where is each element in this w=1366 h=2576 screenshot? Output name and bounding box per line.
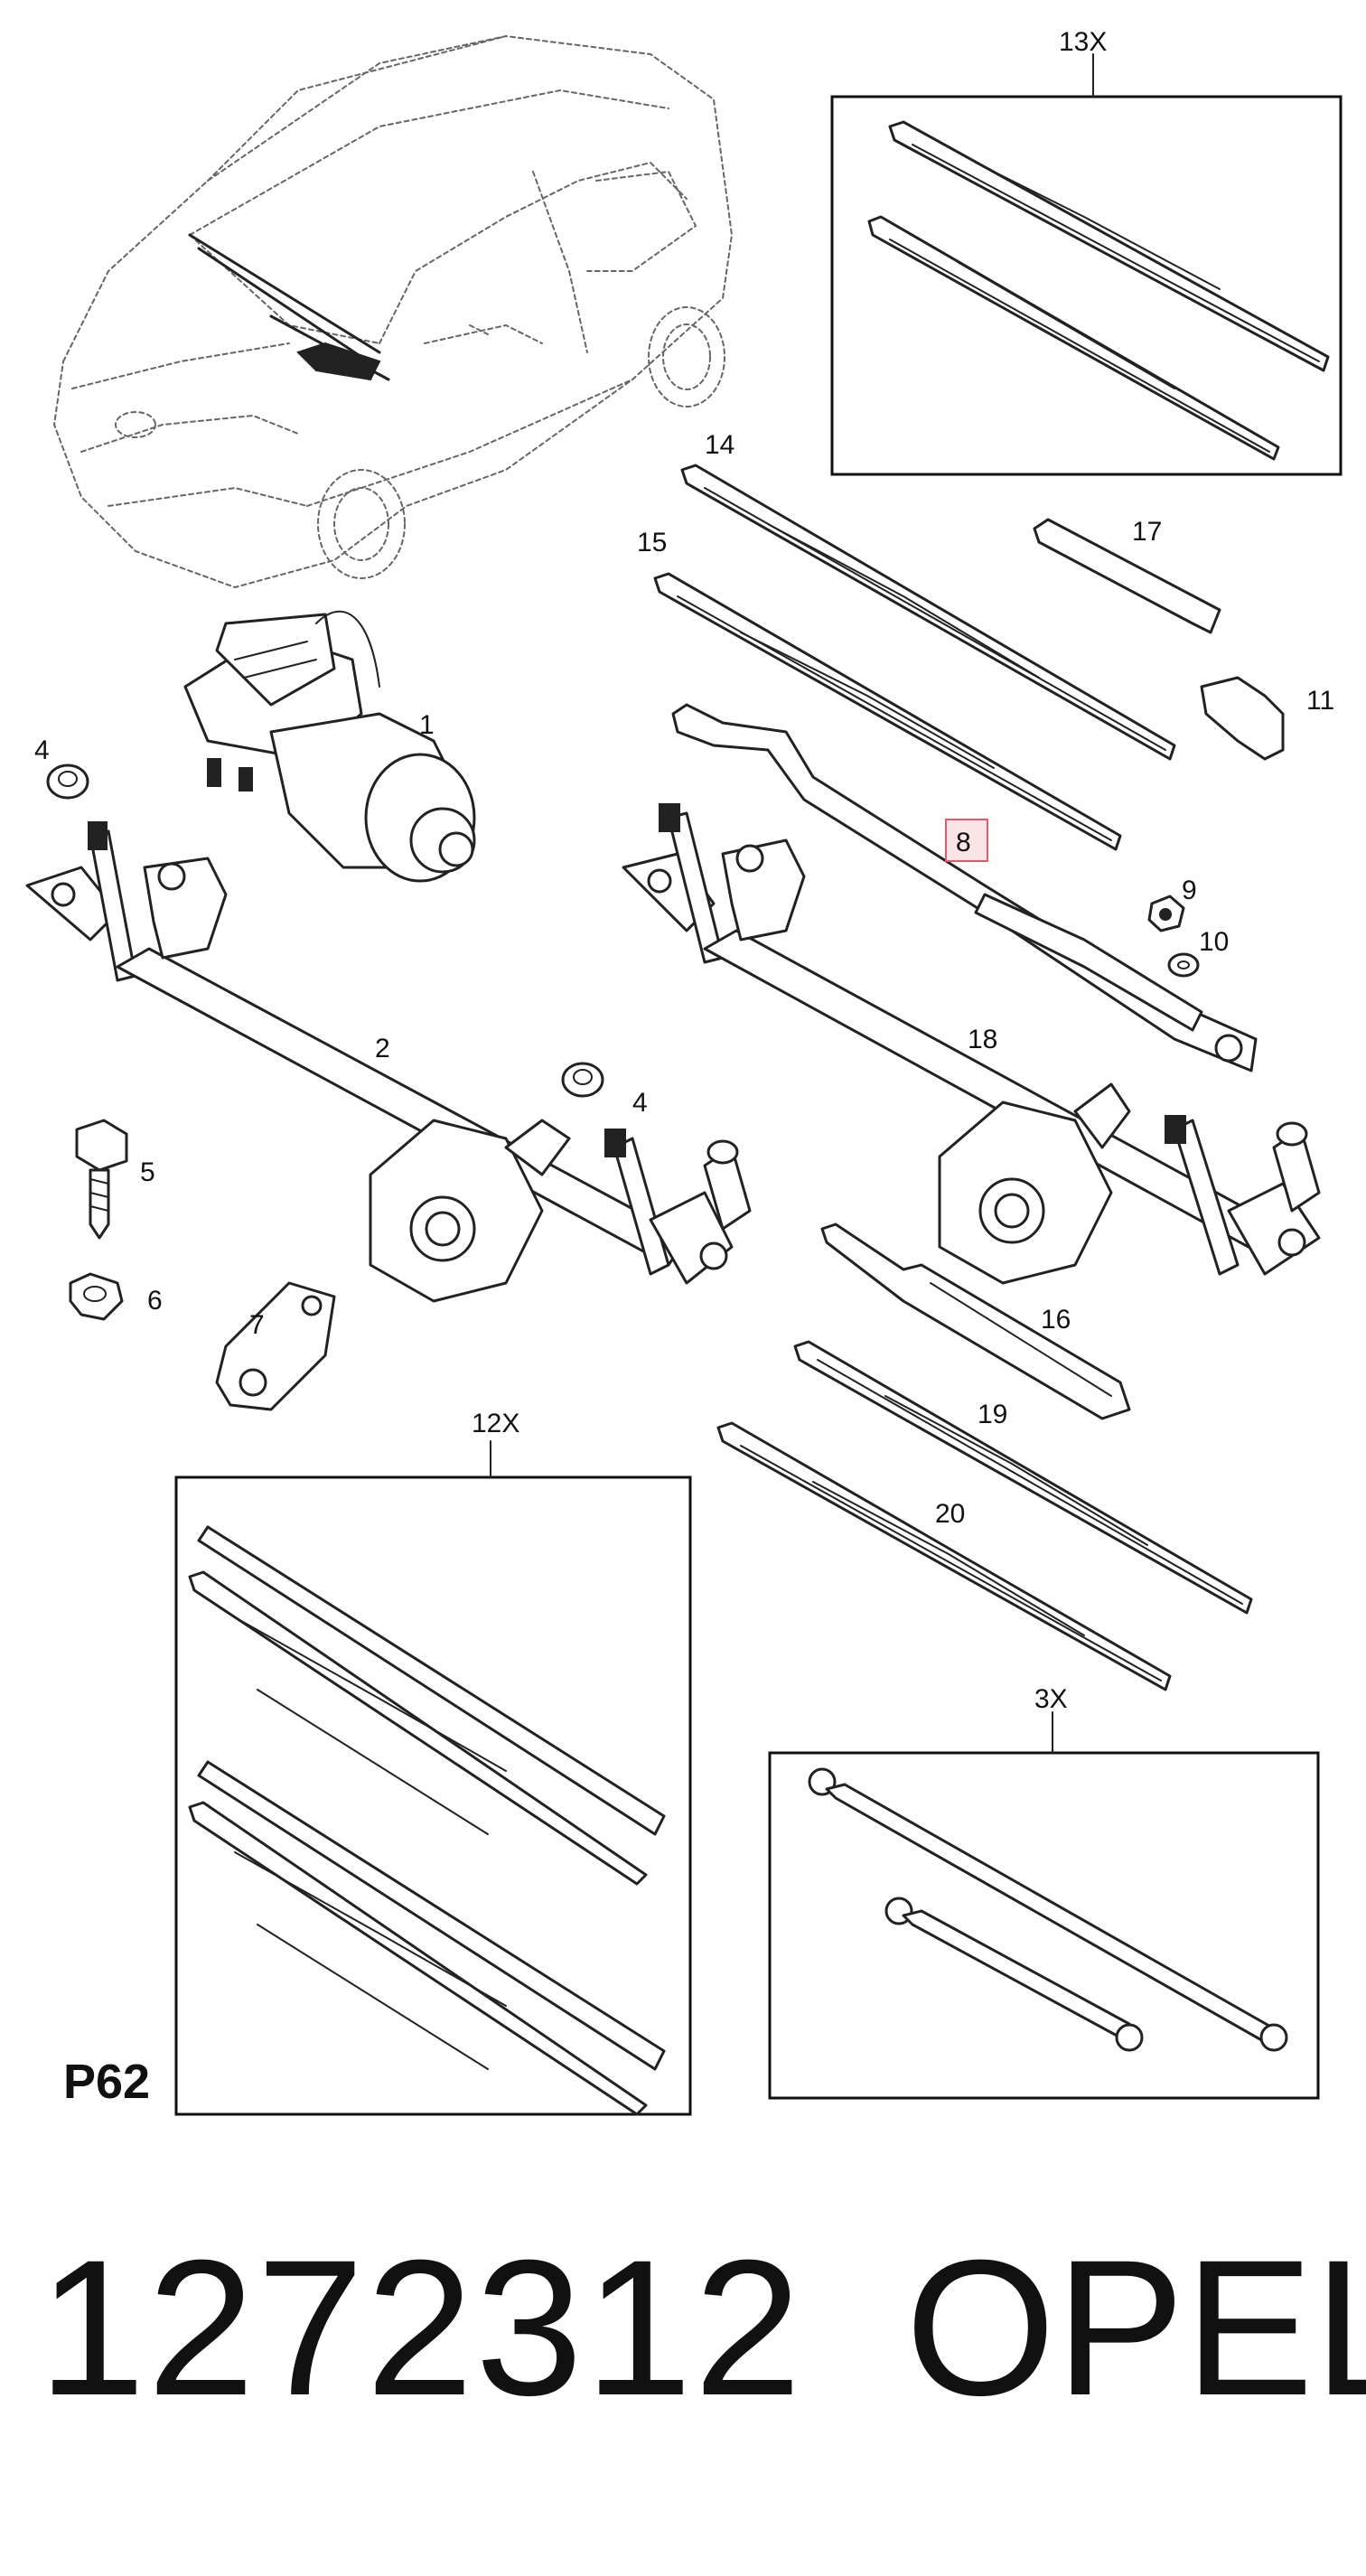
page-code: P62 bbox=[63, 2055, 150, 2109]
callout-19: 19 bbox=[978, 1400, 1007, 1429]
blade-set-12x-box bbox=[174, 1440, 692, 2116]
callout-1: 1 bbox=[419, 710, 435, 740]
car-illustration bbox=[53, 35, 733, 588]
callout-9: 9 bbox=[1182, 876, 1197, 905]
brand-name: OPEL bbox=[905, 2220, 1366, 2436]
callout-17: 17 bbox=[1132, 517, 1162, 547]
callout-11: 11 bbox=[1306, 686, 1334, 716]
callout-10: 10 bbox=[1199, 927, 1229, 957]
blade-set-13x-box bbox=[830, 53, 1343, 476]
callout-8: 8 bbox=[956, 828, 971, 857]
callout-4-upper: 4 bbox=[34, 735, 50, 765]
callout-3x: 3X bbox=[1034, 1684, 1068, 1714]
callout-7: 7 bbox=[249, 1310, 265, 1340]
callout-20: 20 bbox=[935, 1499, 965, 1529]
callout-5: 5 bbox=[140, 1157, 155, 1187]
wiper-linkage-right bbox=[622, 803, 1321, 1285]
callout-12x: 12X bbox=[472, 1409, 519, 1438]
part-number: 1272312 bbox=[38, 2220, 804, 2436]
linkage-rod-3x-box bbox=[768, 1711, 1320, 2100]
wiper-blade-14 bbox=[680, 464, 1176, 761]
wiper-blade-15 bbox=[653, 572, 1122, 851]
callout-16: 16 bbox=[1041, 1305, 1071, 1335]
wiper-linkage-left bbox=[25, 821, 752, 1303]
wiper-arm-8 bbox=[671, 703, 1258, 1073]
callout-6: 6 bbox=[147, 1286, 163, 1316]
callout-13x: 13X bbox=[1059, 27, 1107, 57]
callout-2: 2 bbox=[375, 1034, 390, 1063]
callout-14: 14 bbox=[705, 430, 734, 460]
small-parts-left bbox=[46, 763, 604, 1411]
small-parts-right bbox=[1033, 518, 1285, 978]
callout-8-highlight bbox=[945, 819, 988, 862]
callout-18: 18 bbox=[968, 1025, 997, 1054]
callout-15: 15 bbox=[637, 528, 667, 557]
wiper-motor bbox=[183, 610, 476, 883]
callout-4-lower: 4 bbox=[632, 1088, 648, 1118]
wiper-blades-lower bbox=[716, 1222, 1253, 1691]
